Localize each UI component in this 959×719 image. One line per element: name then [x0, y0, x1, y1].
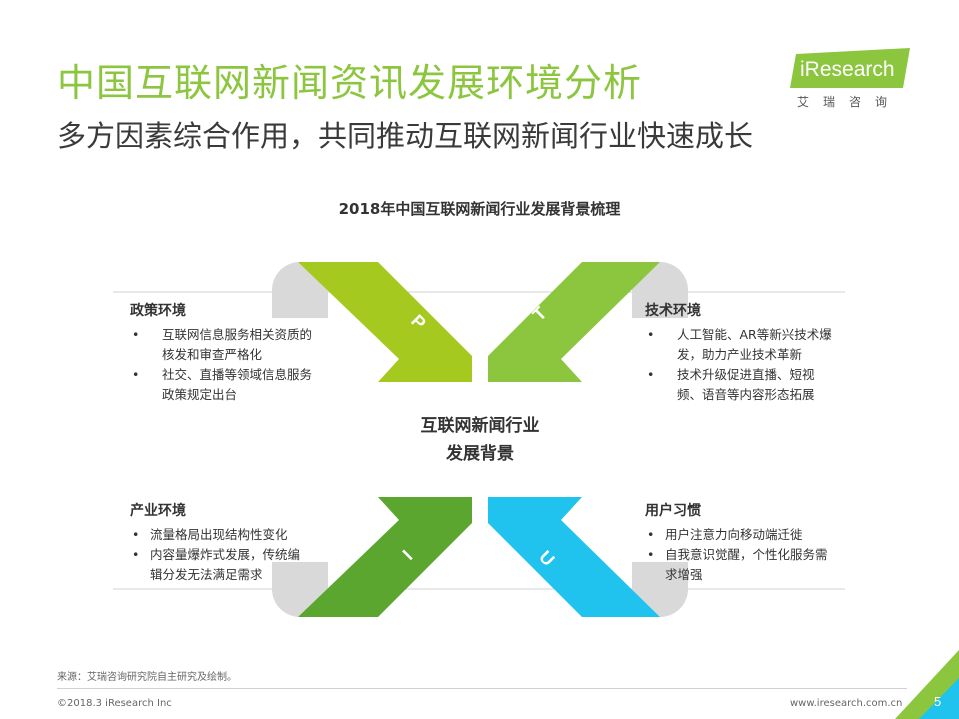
corner-decoration: [895, 650, 959, 719]
section-tech-heading: 技术环境: [645, 303, 701, 319]
section-tech-list: 人工智能、AR等新兴技术爆发，助力产业技术革新 技术升级促进直播、短视频、语音等…: [645, 325, 855, 405]
list-item: 社交、直播等领域信息服务政策规定出台: [130, 365, 312, 405]
section-policy-list: 互联网信息服务相关资质的核发和审查严格化 社交、直播等领域信息服务政策规定出台: [130, 325, 340, 405]
arrow-t: [488, 262, 660, 382]
section-user: 用户习惯 用户注意力向移动端迁徙 自我意识觉醒，个性化服务需求增强: [645, 500, 855, 585]
list-item: 技术升级促进直播、短视频、语音等内容形态拓展: [645, 365, 837, 405]
source-note: 来源：艾瑞咨询研究院自主研究及绘制。: [57, 672, 237, 683]
arrow-u: [488, 497, 660, 617]
page-subtitle: 多方因素综合作用，共同推动互联网新闻行业快速成长: [57, 119, 754, 153]
list-item: 人工智能、AR等新兴技术爆发，助力产业技术革新: [645, 325, 837, 365]
section-policy-heading: 政策环境: [130, 303, 186, 319]
section-industry-list: 流量格局出现结构性变化 内容量爆炸式发展，传统编辑分发无法满足需求: [130, 525, 340, 585]
arrow-p: [298, 262, 472, 382]
copyright: ©2018.3 iResearch Inc: [57, 698, 172, 709]
grey-tab-top-right: [632, 262, 688, 318]
section-industry: 产业环境 流量格局出现结构性变化 内容量爆炸式发展，传统编辑分发无法满足需求: [130, 500, 340, 585]
logo-cn: 艾瑞咨询: [797, 95, 902, 109]
list-item: 互联网信息服务相关资质的核发和审查严格化: [130, 325, 312, 365]
center-label: 互联网新闻行业 发展背景: [380, 412, 580, 468]
list-item: 用户注意力向移动端迁徙: [645, 525, 835, 545]
logo-name: iResearch: [800, 58, 895, 81]
section-policy: 政策环境 互联网信息服务相关资质的核发和审查严格化 社交、直播等领域信息服务政策…: [130, 300, 340, 405]
section-tech: 技术环境 人工智能、AR等新兴技术爆发，助力产业技术革新 技术升级促进直播、短视…: [645, 300, 855, 405]
website-link[interactable]: www.iresearch.com.cn: [790, 698, 903, 709]
footer-divider: [57, 688, 907, 689]
list-item: 内容量爆炸式发展，传统编辑分发无法满足需求: [130, 545, 310, 585]
list-item: 流量格局出现结构性变化: [130, 525, 310, 545]
figure-title: 2018年中国互联网新闻行业发展背景梳理: [338, 200, 621, 218]
center-label-line1: 互联网新闻行业: [420, 416, 540, 436]
section-industry-heading: 产业环境: [130, 503, 186, 519]
arrow-i: [298, 497, 472, 617]
iresearch-logo: [790, 48, 910, 88]
section-user-list: 用户注意力向移动端迁徙 自我意识觉醒，个性化服务需求增强: [645, 525, 855, 585]
page-number: 5: [934, 694, 942, 709]
list-item: 自我意识觉醒，个性化服务需求增强: [645, 545, 835, 585]
page-title: 中国互联网新闻资讯发展环境分析: [57, 61, 643, 105]
section-user-heading: 用户习惯: [645, 503, 701, 519]
center-label-line2: 发展背景: [446, 444, 514, 464]
